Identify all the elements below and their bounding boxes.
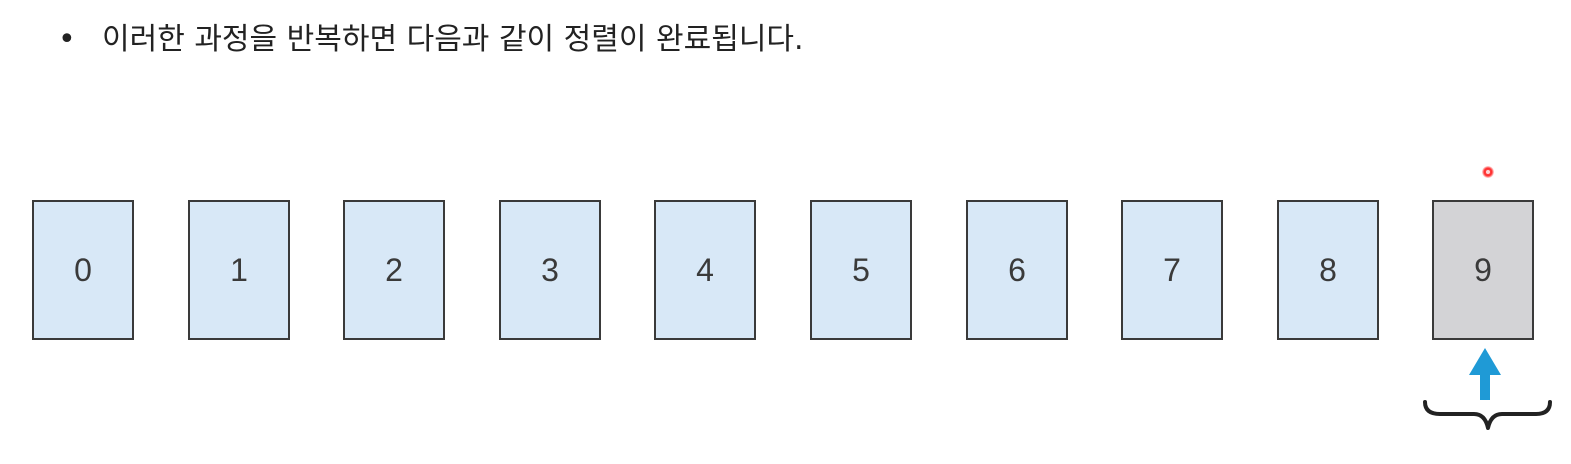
card-label: 0	[74, 251, 92, 288]
card-label: 1	[230, 251, 248, 288]
card-1: 1	[188, 200, 290, 340]
card-label: 5	[852, 251, 870, 288]
card-7: 7	[1121, 200, 1223, 340]
card-label: 9	[1474, 251, 1492, 288]
card-label: 6	[1008, 251, 1026, 288]
card-8: 8	[1277, 200, 1379, 340]
bullet-icon: •	[58, 22, 76, 57]
card-9: 9	[1432, 200, 1534, 340]
card-label: 8	[1319, 251, 1337, 288]
card-label: 4	[696, 251, 714, 288]
card-label: 2	[385, 251, 403, 288]
card-5: 5	[810, 200, 912, 340]
up-arrow-icon	[1469, 348, 1501, 400]
curly-brace-icon	[1423, 400, 1552, 430]
heading-text: 이러한 과정을 반복하면 다음과 같이 정렬이 완료됩니다.	[102, 22, 804, 57]
card-6: 6	[966, 200, 1068, 340]
card-3: 3	[499, 200, 601, 340]
card-0: 0	[32, 200, 134, 340]
card-label: 3	[541, 251, 559, 288]
cursor-indicator	[1482, 166, 1494, 178]
card-2: 2	[343, 200, 445, 340]
card-4: 4	[654, 200, 756, 340]
bullet-line: • 이러한 과정을 반복하면 다음과 같이 정렬이 완료됩니다.	[58, 12, 804, 68]
card-label: 7	[1163, 251, 1181, 288]
